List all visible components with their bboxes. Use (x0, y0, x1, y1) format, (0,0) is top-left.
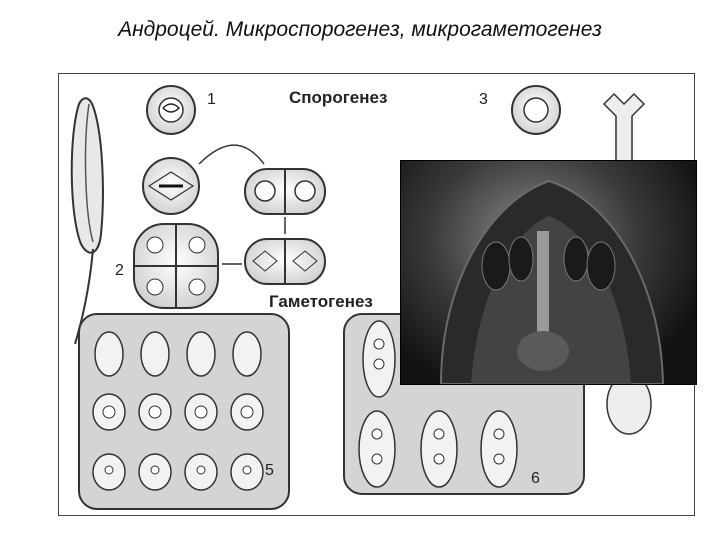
label-6: 6 (531, 470, 540, 487)
dyad-diagram (244, 168, 326, 215)
flower-photo-image (439, 179, 665, 384)
label-sporogenesis: Спорогенез (289, 88, 388, 107)
microsporogenesis-diagram (70, 85, 652, 510)
arrow (198, 144, 265, 165)
cell-1-diagram (146, 85, 196, 135)
gametogenesis-panel-right (343, 313, 585, 495)
tetrad-diagram (133, 223, 219, 309)
label-5: 5 (265, 462, 274, 479)
label-gametogenesis: Гаметогенез (269, 292, 373, 311)
dyad-dividing-diagram (244, 238, 326, 285)
cell-3-diagram (511, 85, 561, 135)
anther-illustration (70, 97, 104, 345)
label-1: 1 (207, 91, 216, 108)
pistil-illustration (602, 92, 652, 435)
flower-photo (400, 160, 697, 385)
label-2: 2 (115, 262, 124, 279)
slide-title: Андроцей. Микроспорогенез, микрогаметоге… (118, 18, 602, 41)
label-3: 3 (479, 91, 488, 108)
gametogenesis-panel-left (78, 313, 290, 510)
meiosis-cell-diagram (142, 157, 200, 215)
